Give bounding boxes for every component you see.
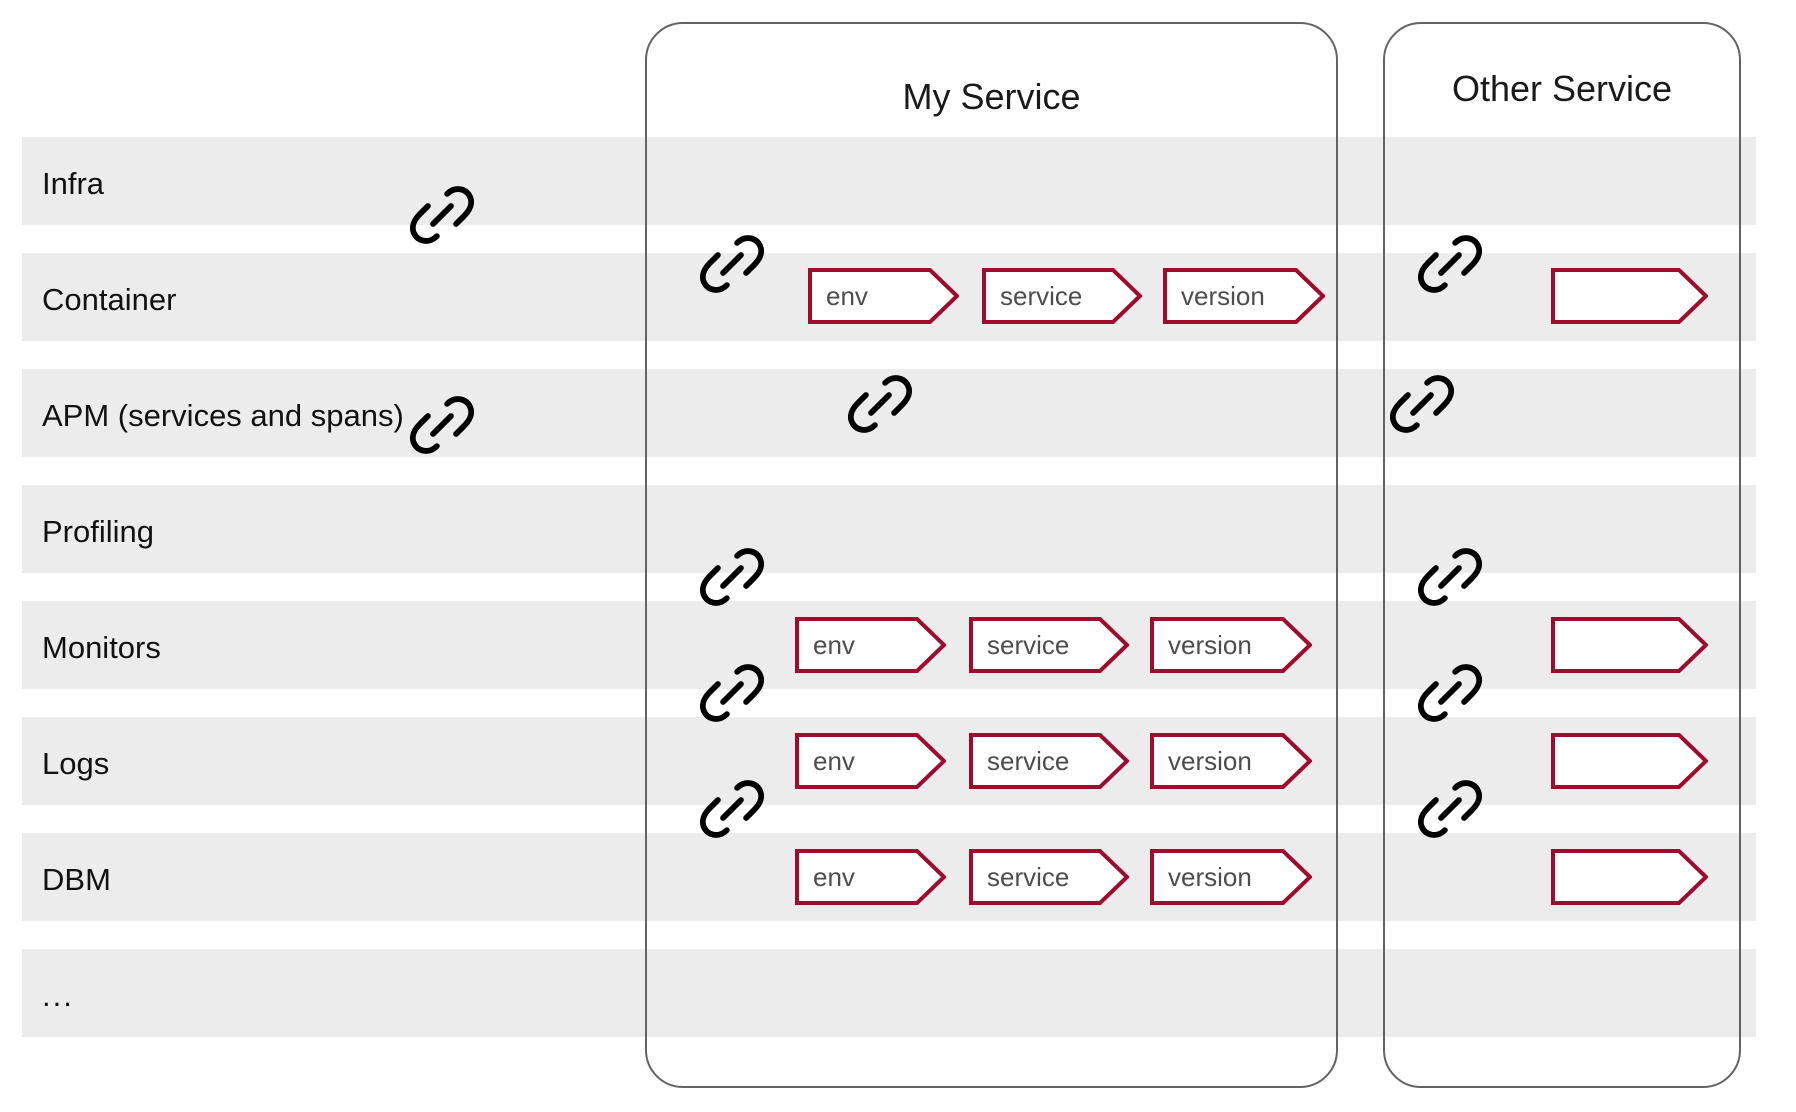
- tag-env[interactable]: env: [795, 617, 946, 673]
- tag-shape: [1163, 268, 1325, 324]
- link-icon: [410, 183, 474, 247]
- tag-shape: [795, 849, 946, 905]
- link-icon: [700, 777, 764, 841]
- tag-label: version: [1168, 862, 1252, 892]
- tag-shape: [808, 268, 959, 324]
- row-label-more: ...: [42, 978, 74, 1013]
- tag-label: version: [1168, 630, 1252, 660]
- link-icon: [700, 545, 764, 609]
- row-label-apm: APM (services and spans): [42, 398, 404, 433]
- tag-label: env: [826, 281, 868, 311]
- service-group-my-service[interactable]: My Service: [645, 22, 1338, 1088]
- tag-label: env: [813, 862, 855, 892]
- tag-version[interactable]: version: [1150, 617, 1312, 673]
- tag-env[interactable]: env: [795, 849, 946, 905]
- tag-blank[interactable]: [1551, 617, 1708, 673]
- tag-blank[interactable]: [1551, 849, 1708, 905]
- tag-version[interactable]: version: [1150, 733, 1312, 789]
- row-label-infra: Infra: [42, 166, 105, 201]
- tag-env[interactable]: env: [795, 733, 946, 789]
- tag-service[interactable]: service: [969, 849, 1129, 905]
- link-icon: [1418, 232, 1482, 296]
- service-group-title-other-service: Other Service: [1451, 68, 1673, 109]
- tag-shape: [1551, 849, 1708, 905]
- row-stripe-profiling: [22, 485, 1756, 573]
- tag-service[interactable]: service: [982, 268, 1142, 324]
- tag-label: service: [987, 746, 1070, 776]
- link-icon: [700, 232, 764, 296]
- service-group-title-my-service: My Service: [902, 76, 1081, 117]
- link-icon: [1418, 545, 1482, 609]
- row-label-profiling: Profiling: [42, 514, 154, 549]
- tag-version[interactable]: version: [1163, 268, 1325, 324]
- tag-shape: [795, 733, 946, 789]
- link-icon: [1390, 372, 1454, 436]
- link-icon: [700, 661, 764, 725]
- tag-label: service: [987, 630, 1070, 660]
- tag-label: version: [1181, 281, 1265, 311]
- tag-blank[interactable]: [1551, 268, 1708, 324]
- tag-shape: [1150, 733, 1312, 789]
- tag-service[interactable]: service: [969, 733, 1129, 789]
- link-icon: [1418, 777, 1482, 841]
- link-icon: [410, 393, 474, 457]
- row-label-monitors: Monitors: [42, 630, 161, 665]
- tag-service[interactable]: service: [969, 617, 1129, 673]
- row-stripe-infra: [22, 137, 1756, 225]
- tag-label: env: [813, 746, 855, 776]
- tag-shape: [1150, 849, 1312, 905]
- tag-shape: [969, 849, 1129, 905]
- tag-label: service: [987, 862, 1070, 892]
- row-stripe-apm: [22, 369, 1756, 457]
- tag-label: version: [1168, 746, 1252, 776]
- tag-blank[interactable]: [1551, 733, 1708, 789]
- row-label-container: Container: [42, 282, 177, 317]
- tag-shape: [982, 268, 1142, 324]
- tag-version[interactable]: version: [1150, 849, 1312, 905]
- tag-label: service: [1000, 281, 1083, 311]
- link-icon: [848, 372, 912, 436]
- tag-shape: [795, 617, 946, 673]
- tag-shape: [1551, 733, 1708, 789]
- tag-env[interactable]: env: [808, 268, 959, 324]
- tag-shape: [969, 733, 1129, 789]
- row-label-dbm: DBM: [42, 862, 111, 897]
- tag-shape: [1551, 268, 1708, 324]
- link-icon: [1418, 661, 1482, 725]
- tag-shape: [1551, 617, 1708, 673]
- tag-shape: [1150, 617, 1312, 673]
- row-stripe-more: [22, 949, 1756, 1037]
- tag-shape: [969, 617, 1129, 673]
- service-group-other-service[interactable]: Other Service: [1383, 22, 1741, 1088]
- tag-label: env: [813, 630, 855, 660]
- row-label-logs: Logs: [42, 746, 110, 781]
